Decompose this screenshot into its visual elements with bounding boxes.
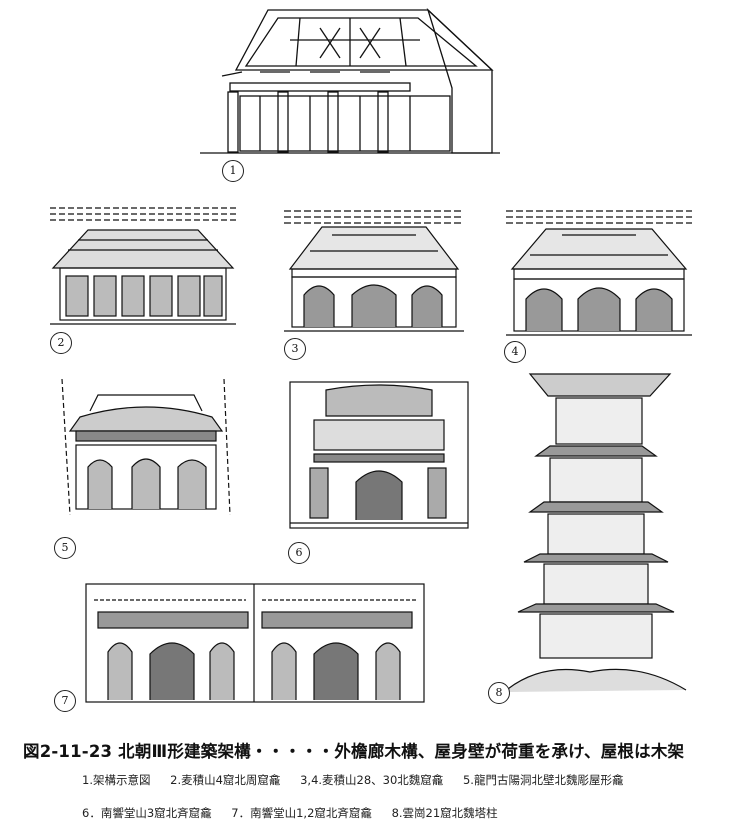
legend-item-1: 1.架構示意図 bbox=[82, 773, 151, 787]
panel-6-number: 6 bbox=[288, 542, 310, 564]
panel-3-cave-niche: 3 bbox=[282, 205, 466, 360]
panel-6-cave-niche: 6 bbox=[286, 380, 472, 564]
panel-5-carved-house-niche: 5 bbox=[54, 375, 232, 559]
panel-1-number: 1 bbox=[222, 160, 244, 182]
panel-5-number: 5 bbox=[54, 537, 76, 559]
panel-4-number: 4 bbox=[504, 341, 526, 363]
panel-2-cave-niche: 2 bbox=[48, 200, 238, 354]
figure-caption: 図2-11-23 北朝Ⅲ形建築架構・・・・・外檐廊木構、屋身壁が荷重を承け、屋根… bbox=[23, 742, 685, 761]
panel-7-cave-facades: 7 bbox=[54, 582, 426, 712]
panel-7-number: 7 bbox=[54, 690, 76, 712]
panel-3-number: 3 bbox=[284, 338, 306, 360]
legend-item-2: 2.麦積山4窟北周窟龕 bbox=[170, 773, 281, 787]
legend-item-5: 5.龍門古陽洞北壁北魏彫屋形龕 bbox=[462, 773, 624, 787]
legend-line-1: 1.架構示意図 2.麦積山4窟北周窟龕 3,4.麦積山28、30北魏窟龕 5.龍… bbox=[82, 772, 639, 788]
panel-4-cave-niche: 4 bbox=[504, 205, 694, 363]
legend-line-2: 6．南響堂山3窟北斉窟龕 7．南響堂山1,2窟北斉窟龕 8.雲崗21窟北魏塔柱 bbox=[82, 805, 514, 821]
legend-item-7: 7．南響堂山1,2窟北斉窟龕 bbox=[231, 806, 372, 820]
legend-item-3-4: 3,4.麦積山28、30北魏窟龕 bbox=[300, 773, 444, 787]
panel-8-number: 8 bbox=[488, 682, 510, 704]
panel-1-frame-diagram: 1 bbox=[200, 8, 500, 182]
panel-8-pagoda-pillar: 8 bbox=[488, 372, 690, 704]
panel-2-number: 2 bbox=[50, 332, 72, 354]
legend-item-8: 8.雲崗21窟北魏塔柱 bbox=[391, 806, 498, 820]
legend-item-6: 6．南響堂山3窟北斉窟龕 bbox=[82, 806, 212, 820]
